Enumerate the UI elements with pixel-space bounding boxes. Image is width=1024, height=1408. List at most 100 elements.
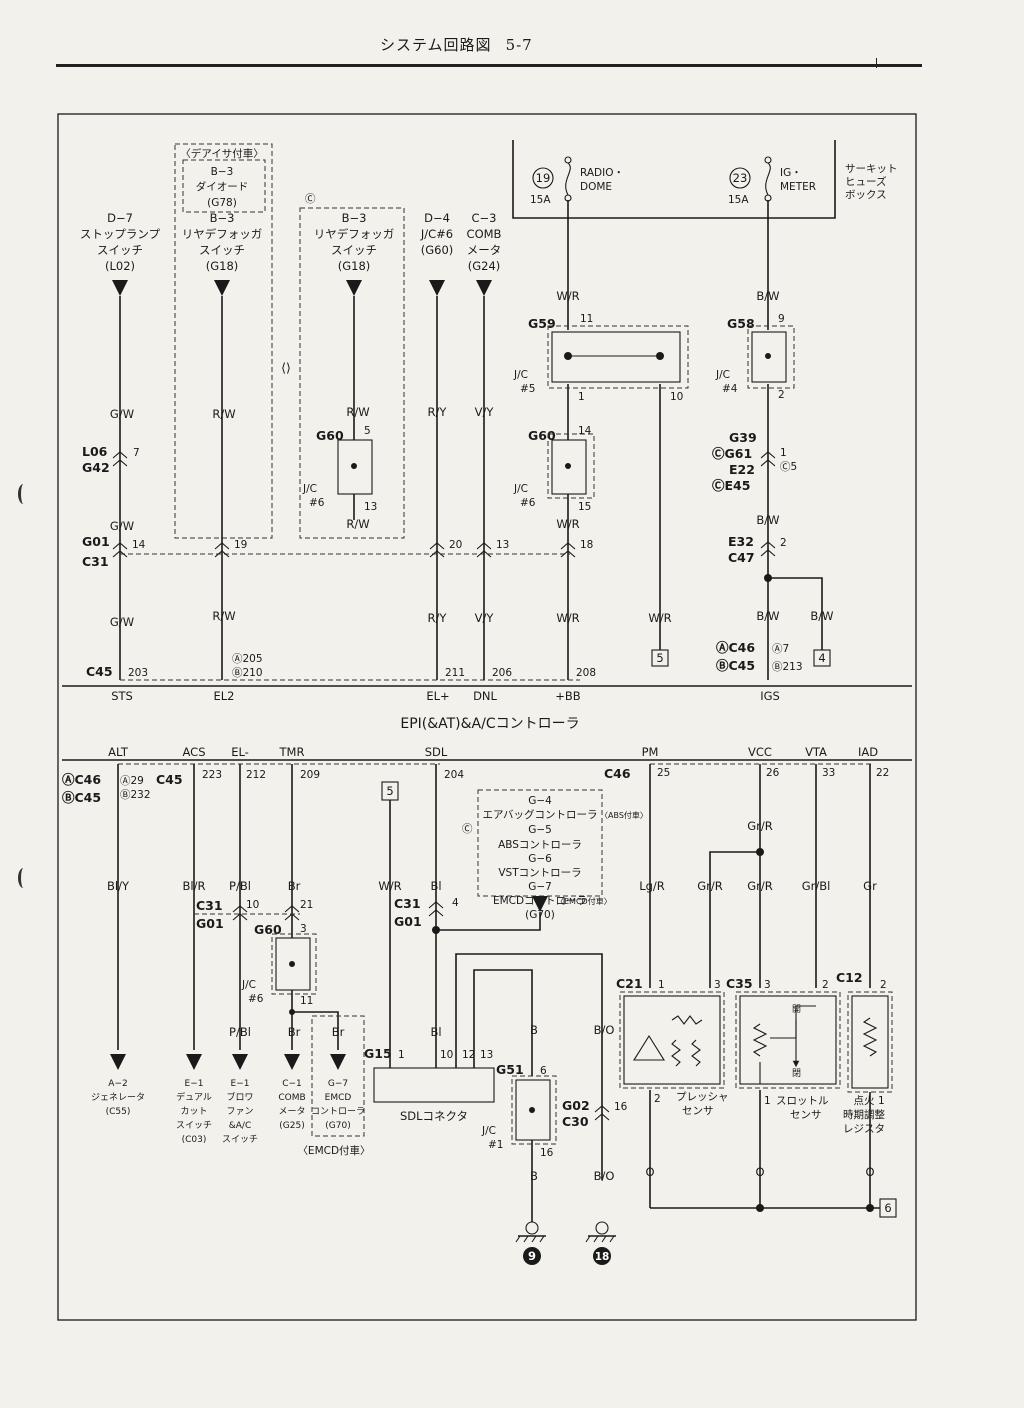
svg-text:P/Bl: P/Bl (229, 879, 251, 893)
svg-text:2: 2 (778, 389, 785, 401)
fuse-19: 19 RADIO・ DOME 15A (530, 156, 624, 206)
upper-wire-labels: G/W G/W G/W R/W R/W R/W R/W R/Y R/Y V/Y … (110, 289, 834, 629)
svg-text:レジスタ: レジスタ (843, 1123, 885, 1135)
ref-5-lower: 5 (381, 781, 399, 801)
svg-text:1: 1 (578, 391, 585, 403)
svg-text:206: 206 (492, 667, 512, 679)
svg-text:Gr: Gr (863, 879, 877, 893)
connector-c31-g01-mid: C31 G01 4 (394, 896, 459, 929)
fuse-number: 23 (733, 171, 748, 185)
connector-c46-c45-upper: ⒶC46 ⒷC45 Ⓐ7 Ⓑ213 (716, 640, 803, 673)
svg-text:#5: #5 (520, 383, 535, 395)
svg-text:B: B (530, 1023, 538, 1037)
svg-text:E22: E22 (729, 462, 755, 477)
svg-text:スイッチ: スイッチ (97, 243, 143, 257)
svg-text:1: 1 (764, 1095, 771, 1107)
svg-text:Ⓒ5: Ⓒ5 (780, 461, 797, 473)
svg-text:G51: G51 (496, 1062, 524, 1077)
svg-text:G−7: G−7 (528, 881, 552, 893)
sensor-c12: C12 2 1 点火 時期調整 レジスタ (836, 970, 893, 1135)
svg-text:(G78): (G78) (207, 197, 237, 209)
fuse-name: DOME (580, 181, 612, 193)
svg-text:E−1: E−1 (185, 1079, 204, 1089)
svg-text:2: 2 (654, 1093, 661, 1105)
svg-text:209: 209 (300, 769, 320, 781)
svg-text:リヤデフォッガ: リヤデフォッガ (182, 227, 263, 241)
svg-text:G59: G59 (528, 316, 556, 331)
page-number: 5-7 (505, 36, 533, 54)
fuse-amp: 15A (530, 194, 551, 206)
svg-text:デュアル: デュアル (176, 1091, 212, 1103)
svg-text:B/W: B/W (756, 289, 779, 303)
svg-text:9: 9 (528, 1249, 536, 1263)
svg-text:Gr/R: Gr/R (697, 879, 723, 893)
svg-text:Ⓐ205: Ⓐ205 (232, 653, 263, 665)
svg-text:B−3: B−3 (342, 211, 367, 225)
svg-text:15: 15 (578, 501, 591, 513)
page-title: システム回路図 (380, 36, 492, 54)
svg-text:6: 6 (540, 1065, 547, 1077)
connector-c31-g01-left: C31 G01 10 21 (194, 898, 313, 931)
svg-text:C31: C31 (82, 554, 109, 569)
svg-text:〈EMCD付車〉: 〈EMCD付車〉 (297, 1144, 370, 1157)
svg-text:ⒸE45: ⒸE45 (712, 478, 750, 493)
fuse-number: 19 (536, 171, 551, 185)
svg-text:P/Bl: P/Bl (229, 1025, 251, 1039)
svg-text:G39: G39 (729, 430, 757, 445)
svg-text:10: 10 (246, 899, 259, 911)
svg-text:J/C: J/C (481, 1125, 496, 1137)
sensor-c21: C21 1 3 2 プレッシャ センサ (616, 976, 729, 1117)
svg-text:G01: G01 (394, 914, 422, 929)
svg-text:Gr/R: Gr/R (747, 879, 773, 893)
svg-text:13: 13 (496, 539, 509, 551)
interlock-arrow: ⟨⟩ (281, 360, 291, 375)
svg-text:E−1: E−1 (231, 1079, 250, 1089)
binder-hole (18, 868, 29, 888)
svg-text:G/W: G/W (110, 615, 134, 629)
svg-text:W/R: W/R (556, 611, 579, 625)
svg-text:(C55): (C55) (106, 1107, 131, 1117)
svg-text:J/C: J/C (241, 979, 256, 991)
connector-g02-c30: G02 C30 16 (562, 1098, 628, 1129)
svg-text:ⒷC45: ⒷC45 (716, 658, 755, 673)
svg-text:DNL: DNL (473, 689, 497, 703)
svg-text:3: 3 (300, 923, 307, 935)
page-header: システム回路図 5-7 (380, 34, 533, 55)
svg-text:C−1: C−1 (282, 1079, 302, 1089)
svg-text:Ⓑ232: Ⓑ232 (120, 789, 151, 801)
svg-text:3: 3 (764, 979, 771, 991)
svg-text:Bl: Bl (430, 879, 441, 893)
header-tick (876, 58, 877, 68)
source-defogger-c: Ⓒ B−3 リヤデフォッガ スイッチ (G18) (299, 193, 405, 539)
svg-text:1: 1 (398, 1049, 405, 1061)
svg-text:R/W: R/W (346, 517, 369, 531)
svg-text:ブロワ: ブロワ (226, 1091, 253, 1103)
svg-text:Gr/R: Gr/R (747, 819, 773, 833)
ref-6: 6 (879, 1198, 897, 1218)
svg-text:6: 6 (884, 1201, 891, 1215)
svg-text:ジェネレータ: ジェネレータ (91, 1092, 145, 1103)
svg-text:(L02): (L02) (105, 259, 135, 273)
svg-text:C31: C31 (196, 898, 223, 913)
svg-text:J/C: J/C (513, 369, 528, 381)
svg-text:VCC: VCC (748, 745, 772, 759)
terminal-o-markers: O O O (645, 1165, 874, 1179)
svg-text:(G60): (G60) (421, 243, 454, 257)
diagram-frame (57, 113, 917, 1321)
sensor-c35: C35 3 2 1 スロットル センサ 開 閉 (726, 976, 841, 1121)
svg-text:Ⓐ7: Ⓐ7 (772, 643, 789, 655)
svg-text:ⒷC45: ⒷC45 (62, 790, 101, 805)
svg-text:G01: G01 (82, 534, 110, 549)
svg-text:(G18): (G18) (206, 259, 239, 273)
svg-text:J/C: J/C (715, 369, 730, 381)
svg-text:ダイオード: ダイオード (196, 180, 249, 193)
svg-text:16: 16 (540, 1147, 554, 1159)
ground-9: 9 (515, 1221, 546, 1265)
svg-text:C−3: C−3 (472, 211, 497, 225)
svg-text:R/Y: R/Y (428, 611, 448, 625)
svg-text:(G70): (G70) (325, 1121, 350, 1131)
svg-text:EL-: EL- (231, 745, 249, 759)
svg-text:Br: Br (288, 1025, 301, 1039)
svg-text:C45: C45 (156, 772, 183, 787)
svg-text:10: 10 (670, 391, 683, 403)
